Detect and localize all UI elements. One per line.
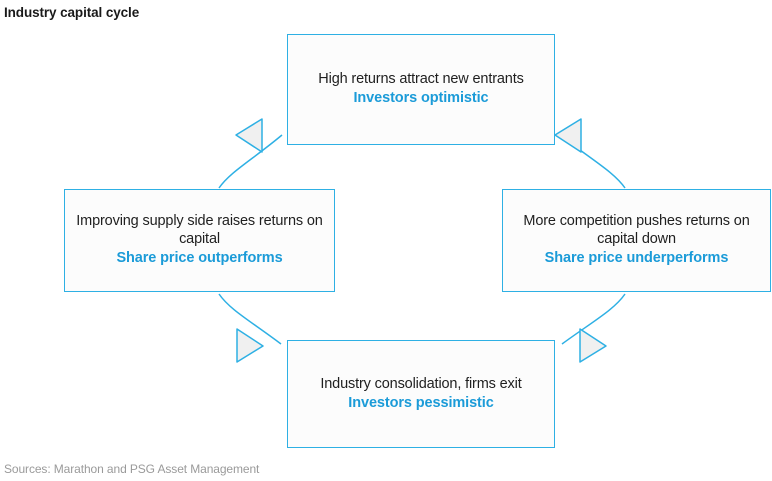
page-title: Industry capital cycle <box>4 5 140 20</box>
cycle-node-top-primary: High returns attract new entrants <box>318 71 524 88</box>
cycle-node-bottom[interactable]: Industry consolidation, firms exit Inves… <box>287 340 555 448</box>
cycle-node-right[interactable]: More competition pushes returns on capit… <box>502 189 771 292</box>
cycle-node-left-accent: Share price outperforms <box>116 249 283 266</box>
cycle-node-bottom-accent: Investors pessimistic <box>348 394 494 411</box>
cycle-node-top-accent: Investors optimistic <box>353 90 489 106</box>
cycle-node-right-primary: More competition pushes returns on capit… <box>523 213 750 248</box>
connector-left-to-top <box>218 118 283 189</box>
connector-top-to-right <box>554 118 626 189</box>
connector-right-to-bottom <box>561 293 626 363</box>
cycle-node-bottom-primary: Industry consolidation, firms exit <box>320 375 522 392</box>
arrowhead-icon <box>579 328 607 363</box>
cycle-node-right-accent: Share price underperforms <box>544 249 729 266</box>
arrowhead-icon <box>235 118 263 153</box>
capital-cycle-diagram: High returns attract new entrants Invest… <box>0 22 772 458</box>
cycle-node-left-primary: Improving supply side raises returns on … <box>76 213 323 248</box>
cycle-node-left[interactable]: Improving supply side raises returns on … <box>64 189 335 292</box>
connector-bottom-to-left <box>218 293 282 363</box>
arrowhead-icon <box>554 118 582 153</box>
source-note: Sources: Marathon and PSG Asset Manageme… <box>4 462 260 476</box>
cycle-node-top[interactable]: High returns attract new entrants Invest… <box>287 34 555 145</box>
arrowhead-icon <box>236 328 264 363</box>
